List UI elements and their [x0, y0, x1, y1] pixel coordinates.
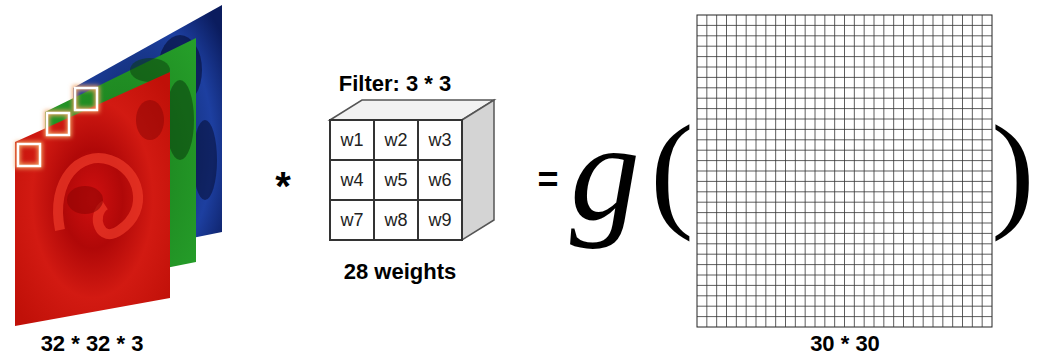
red-texture [58, 158, 138, 234]
weight-label: w9 [428, 211, 451, 229]
cube-front [330, 120, 462, 240]
red-channel [15, 72, 170, 326]
square-glow [75, 88, 97, 110]
filter-box: Filter: 3 * 3 w1 w2 w3 w4 w5 w6 w7 w8 w9 [310, 60, 510, 250]
square [18, 144, 40, 166]
grid-line [697, 275, 992, 276]
grid-line [697, 139, 992, 140]
grid-line [697, 108, 992, 109]
weight-cell: w2 [374, 120, 418, 160]
weight-label: w7 [340, 211, 363, 229]
grid-line [697, 150, 992, 151]
grid-line [697, 35, 992, 36]
grid-line [697, 181, 992, 182]
square-glow [47, 113, 69, 135]
grid-line [697, 129, 992, 130]
grid-frame [697, 15, 992, 327]
parenthesis: ) [991, 105, 1034, 235]
green-texture [166, 80, 194, 160]
weight-label: w8 [384, 211, 407, 229]
grid-line [697, 264, 992, 265]
weight-cell: w9 [418, 200, 462, 240]
cube-side [462, 100, 494, 240]
grid-line [697, 119, 992, 120]
weight-label: w6 [428, 171, 451, 189]
grid-line [697, 316, 992, 317]
operator-symbol: * [275, 166, 291, 206]
activation-function: g [570, 102, 640, 242]
grid-line [697, 56, 992, 57]
grid-line [697, 223, 992, 224]
blue-texture [193, 120, 217, 200]
grid-line [697, 243, 992, 244]
grid-line [697, 202, 992, 203]
grid-line [697, 160, 992, 161]
grid-line [697, 295, 992, 296]
dimension-label: 32 * 32 * 3 [41, 333, 144, 355]
weight-label: w4 [340, 171, 363, 189]
red-texture [136, 100, 164, 140]
grid-line [697, 77, 992, 78]
weight-cell: w7 [330, 200, 374, 240]
square-glow [18, 144, 40, 166]
grid-line [697, 67, 992, 68]
grid-line [697, 233, 992, 234]
weight-label: w1 [340, 131, 363, 149]
grid-line [697, 212, 992, 213]
weight-cell: w3 [418, 120, 462, 160]
grid-line [697, 25, 992, 26]
filter-title: Filter: 3 * 3 [339, 73, 451, 95]
operator-symbol: = [537, 162, 558, 198]
weight-cell: w4 [330, 160, 374, 200]
weight-label: w3 [428, 131, 451, 149]
grid-line [697, 46, 992, 47]
parenthesis: ( [650, 105, 693, 235]
grid-line [697, 254, 992, 255]
grid-line [697, 191, 992, 192]
red-texture [67, 186, 103, 214]
weight-label: w2 [384, 131, 407, 149]
grid-line [697, 87, 992, 88]
grid-line [697, 98, 992, 99]
grid-line [697, 285, 992, 286]
dimension-label: 30 * 30 [810, 333, 880, 355]
grid-line [697, 171, 992, 172]
receptive-field [18, 88, 97, 166]
square [47, 113, 69, 135]
weight-cell: w8 [374, 200, 418, 240]
weight-cell: w6 [418, 160, 462, 200]
square [75, 88, 97, 110]
weight-count: 28 weights [344, 261, 456, 283]
weight-cell: w1 [330, 120, 374, 160]
weight-label: w5 [384, 171, 407, 189]
output-grid [697, 15, 992, 327]
grid-line [697, 306, 992, 307]
weight-cell: w5 [374, 160, 418, 200]
